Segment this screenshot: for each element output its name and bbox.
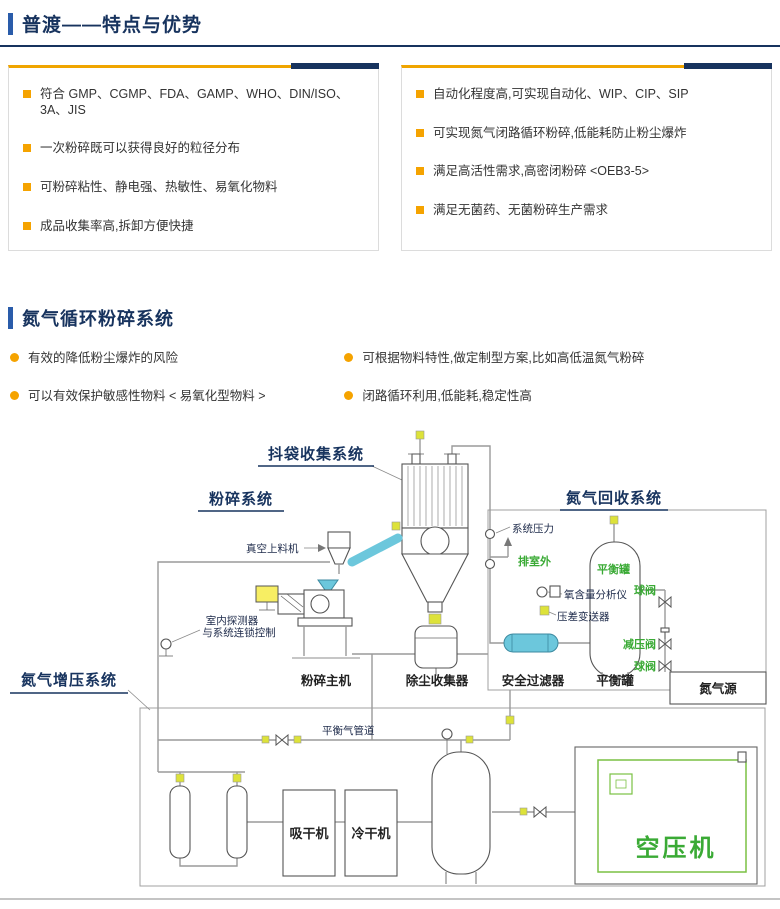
air-compressor: [574, 746, 758, 885]
filter-train: [169, 774, 248, 859]
feature-box-right: 自动化程度高,可实现自动化、WIP、CIP、SIP 可实现氮气闭路循环粉碎,低能…: [401, 62, 772, 252]
title-accent-bar: [8, 307, 13, 330]
bullet-square-icon: [416, 128, 424, 137]
air-receiver-tank: [431, 728, 491, 885]
feature-boxes: 符合 GMP、CGMP、FDA、GAMP、WHO、DIN/ISO、3A、JIS …: [0, 47, 780, 252]
bullet-square-icon: [23, 144, 31, 153]
label-reducing-valve: 减压阀: [623, 637, 656, 651]
bullet-square-icon: [23, 221, 31, 230]
label-exhaust-outdoor: 排室外: [518, 554, 551, 568]
label-nitrogen-source: 氮气源: [699, 681, 737, 696]
vacuum-feeder: [327, 531, 351, 575]
section-label-crushing: 粉碎系统: [209, 490, 273, 508]
compressor-line-valve: [519, 806, 547, 819]
control-monitor: [255, 585, 279, 611]
diagram-svg: 抖袋收集系统 粉碎系统 氮气回收系统 氮气增压系统 真空上料机 系统压力 排室外…: [0, 431, 780, 900]
feature-item: 成品收集率高,拆卸方便快捷: [23, 219, 366, 235]
point-item: 可以有效保护敏感性物料 < 易氧化型物料 >: [10, 389, 344, 405]
feature-item: 满足高活性需求,高密闭粉碎 <OEB3-5>: [416, 164, 759, 180]
label-safety-filter: 安全过滤器: [502, 673, 565, 688]
feature-item: 可粉碎粘性、静电强、热敏性、易氧化物料: [23, 180, 366, 196]
feature-item: 一次粉碎既可以获得良好的粒径分布: [23, 141, 366, 157]
feature-item: 可实现氮气闭路循环粉碎,低能耗防止粉尘爆炸: [416, 126, 759, 142]
bullet-dot-icon: [344, 353, 354, 363]
label-system-pressure: 系统压力: [512, 522, 554, 535]
feature-item: 符合 GMP、CGMP、FDA、GAMP、WHO、DIN/ISO、3A、JIS: [23, 87, 366, 118]
feature-box-left: 符合 GMP、CGMP、FDA、GAMP、WHO、DIN/ISO、3A、JIS …: [8, 62, 379, 252]
section-label-nitrogen-recovery: 氮气回收系统: [566, 489, 662, 507]
point-text: 闭路循环利用,低能耗,稳定性高: [362, 388, 532, 403]
page-header: 普渡——特点与优势: [0, 0, 780, 47]
label-ball-valve-bottom: 球阀: [634, 659, 656, 673]
dust-collector-vessel: [414, 625, 458, 669]
filter-pleats: [407, 466, 463, 527]
point-item: 有效的降低粉尘爆炸的风险: [10, 351, 344, 367]
bullet-dot-icon: [344, 390, 354, 400]
nitrogen-source-box: [669, 671, 767, 705]
feature-text: 成品收集率高,拆卸方便快捷: [40, 218, 194, 233]
points-column-left: 有效的降低粉尘爆炸的风险 可以有效保护敏感性物料 < 易氧化型物料 >: [10, 351, 344, 404]
bag-collector: [401, 431, 469, 625]
diagram-leaders: [127, 466, 563, 711]
bullet-square-icon: [416, 90, 424, 98]
label-mill: 粉碎主机: [301, 673, 352, 688]
point-text: 可根据物料特性,做定制型方案,比如高低温氮气粉碎: [362, 351, 645, 366]
arrow-right-icon: [318, 544, 326, 553]
feature-text: 可实现氮气闭路循环粉碎,低能耗防止粉尘爆炸: [433, 125, 687, 140]
label-pressure-transmitter: 压差变送器: [557, 610, 610, 623]
feature-item: 满足无菌药、无菌粉碎生产需求: [416, 203, 759, 219]
bullet-square-icon: [416, 167, 424, 176]
title-accent-bar: [8, 12, 13, 35]
edge-fitting: [737, 751, 747, 763]
bullet-square-icon: [23, 182, 31, 191]
page-title: 普渡——特点与优势: [22, 15, 203, 36]
label-indoor-detector-line2: 与系统连锁控制: [202, 626, 276, 639]
label-balance-tank: 平衡罐: [596, 673, 634, 688]
label-balance-tank-top: 平衡罐: [597, 562, 630, 576]
mill: [277, 579, 360, 659]
diagram-pipes: [157, 438, 743, 868]
feature-text: 一次粉碎既可以获得良好的粒径分布: [40, 141, 241, 156]
point-text: 可以有效保护敏感性物料 < 易氧化型物料 >: [28, 388, 266, 403]
label-indoor-detector-line1: 室内探测器: [206, 614, 259, 627]
system-diagram: 抖袋收集系统 粉碎系统 氮气回收系统 氮气增压系统 真空上料机 系统压力 排室外…: [0, 422, 780, 907]
label-oxygen-analyzer: 氧含量分析仪: [564, 588, 627, 601]
label-balance-pipe: 平衡气管道: [322, 724, 375, 737]
label-ball-valve-top: 球阀: [634, 583, 656, 597]
section2-points: 有效的降低粉尘爆炸的风险 可以有效保护敏感性物料 < 易氧化型物料 > 可根据物…: [0, 351, 780, 404]
balance-pipe-valves: [261, 716, 515, 747]
section2-header: 氮气循环粉碎系统: [0, 251, 780, 351]
safety-filter: [503, 633, 559, 653]
points-column-right: 可根据物料特性,做定制型方案,比如高低温氮气粉碎 闭路循环利用,低能耗,稳定性高: [344, 351, 770, 404]
label-air-compressor: 空压机: [636, 834, 717, 862]
bullet-square-icon: [416, 205, 424, 214]
label-dust-collector: 除尘收集器: [406, 673, 469, 688]
pressure-gauges: [484, 529, 496, 570]
label-cold-dryer: 冷干机: [351, 826, 390, 841]
section-label-bag-collection: 抖袋收集系统: [268, 445, 364, 463]
section2-title: 氮气循环粉碎系统: [22, 309, 174, 330]
oxygen-analyzer-instrument: [536, 585, 561, 616]
transfer-pipe: [347, 522, 403, 567]
bullet-dot-icon: [10, 353, 19, 363]
point-text: 有效的降低粉尘爆炸的风险: [28, 351, 179, 366]
feature-text: 满足无菌药、无菌粉碎生产需求: [433, 202, 609, 217]
feature-text: 符合 GMP、CGMP、FDA、GAMP、WHO、DIN/ISO、3A、JIS: [40, 87, 349, 117]
feature-text: 可粉碎粘性、静电强、热敏性、易氧化物料: [40, 179, 278, 194]
gas-detector: [159, 638, 173, 657]
bullet-square-icon: [23, 90, 31, 98]
label-vacuum-feeder: 真空上料机: [246, 542, 299, 555]
label-suction-dryer: 吸干机: [289, 826, 328, 841]
point-item: 可根据物料特性,做定制型方案,比如高低温氮气粉碎: [344, 351, 770, 367]
bullet-dot-icon: [10, 390, 19, 400]
feature-text: 自动化程度高,可实现自动化、WIP、CIP、SIP: [433, 87, 689, 101]
valve-column: [658, 596, 672, 673]
feature-item: 自动化程度高,可实现自动化、WIP、CIP、SIP: [416, 87, 759, 103]
section-label-nitrogen-boost: 氮气增压系统: [21, 671, 117, 689]
cold-dryer-box: [344, 789, 398, 877]
suction-dryer-box: [282, 789, 336, 877]
balance-tank: [589, 516, 641, 683]
feature-text: 满足高活性需求,高密闭粉碎 <OEB3-5>: [433, 164, 650, 179]
point-item: 闭路循环利用,低能耗,稳定性高: [344, 389, 770, 405]
